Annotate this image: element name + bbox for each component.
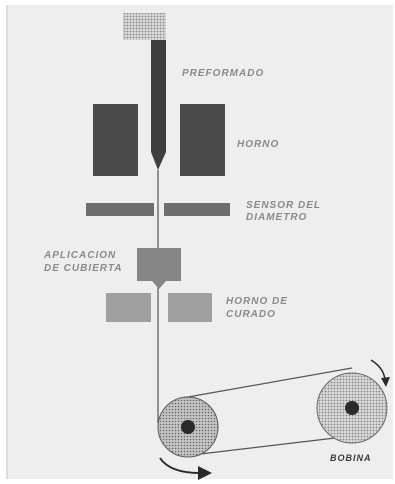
furnace-left-block: [93, 104, 138, 176]
curing-oven-right: [168, 293, 212, 322]
furnace-right-block: [180, 104, 225, 176]
curved-arrow-icon: [159, 457, 201, 474]
label-coating-line2: DE CUBIERTA: [44, 263, 123, 274]
spool-curved-arrow-icon: [370, 359, 386, 381]
coating-applicator-tip: [152, 281, 166, 289]
capstan-hub: [181, 420, 195, 434]
diameter-sensor-left: [86, 203, 154, 216]
curing-oven-left: [106, 293, 151, 322]
fiber-to-spool-bottom: [191, 435, 353, 456]
label-preform: PREFORMADO: [182, 68, 265, 79]
coating-applicator: [137, 248, 181, 281]
label-spool: BOBINA: [330, 453, 372, 463]
label-furnace: HORNO: [237, 139, 280, 150]
diameter-sensor-right: [164, 203, 230, 216]
label-coating-line1: APLICACION: [44, 250, 117, 261]
label-diameter-sensor-line2: DIAMETRO: [246, 212, 308, 223]
label-curing-line2: CURADO: [226, 309, 276, 320]
spool-curved-arrow-head-icon: [381, 377, 390, 387]
preform-rod: [151, 40, 166, 170]
preform-holder: [123, 13, 166, 40]
label-diameter-sensor-line1: SENSOR DEL: [246, 200, 322, 211]
spool-hub: [345, 401, 359, 415]
label-curing-line1: HORNO DE: [226, 296, 288, 307]
curved-arrow-head-icon: [198, 466, 212, 480]
fiber-to-spool-top: [187, 367, 353, 398]
